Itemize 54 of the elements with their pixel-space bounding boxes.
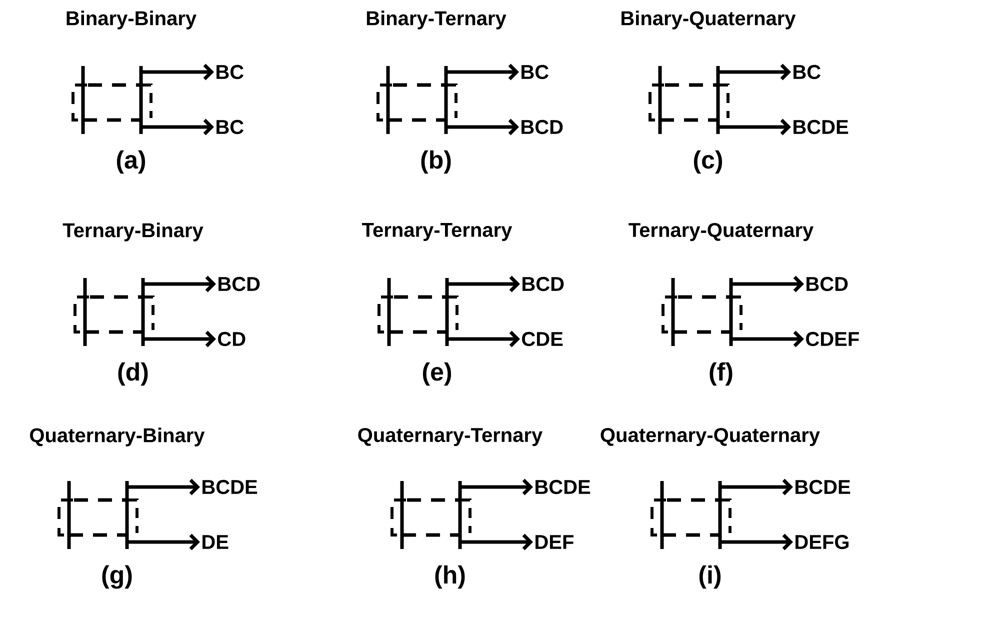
panel-title: Binary-Quaternary xyxy=(622,10,796,30)
arrow xyxy=(143,330,216,348)
output-label: BCD xyxy=(806,276,848,292)
panel-letter: (h) xyxy=(435,565,465,589)
output-label: BC xyxy=(216,120,244,134)
output-label: DE xyxy=(202,535,228,549)
output-label: BCDE xyxy=(794,120,848,134)
output-label: CDEF xyxy=(806,332,859,346)
output-label: BC xyxy=(522,64,549,80)
panel-letter: (a) xyxy=(116,150,146,174)
output-label: BCD xyxy=(218,276,260,292)
arrow xyxy=(127,478,200,496)
panel-letter: (e) xyxy=(422,362,452,386)
panel-letter: (b) xyxy=(421,150,451,174)
arrow xyxy=(447,276,520,292)
output-label: BCDE xyxy=(202,480,258,494)
panel-title: Binary-Binary xyxy=(66,10,196,30)
panel-letter: (c) xyxy=(694,150,722,174)
arrow xyxy=(718,64,792,80)
output-label: DEFG xyxy=(796,534,849,550)
arrow xyxy=(460,534,534,550)
panel-title: Ternary-Quaternary xyxy=(628,222,814,242)
output-label: BCD xyxy=(522,120,563,134)
arrow xyxy=(141,118,214,136)
panel-letter: (i) xyxy=(699,565,721,589)
arrow xyxy=(447,330,520,348)
arrow xyxy=(731,276,804,292)
arrow xyxy=(720,478,793,496)
output-label: CD xyxy=(218,332,246,346)
arrow xyxy=(460,478,534,496)
panel-letter: (d) xyxy=(118,362,148,386)
output-label: BCD xyxy=(522,276,564,292)
arrow xyxy=(143,276,216,292)
output-label: DEF xyxy=(536,535,574,549)
output-label: BC xyxy=(216,64,244,80)
arrow xyxy=(720,534,794,550)
arrow xyxy=(141,64,214,80)
arrow xyxy=(731,330,804,348)
panel-title: Ternary-Binary xyxy=(62,222,204,242)
panel-title: Ternary-Ternary xyxy=(362,223,512,241)
panel-title: Quaternary-Binary xyxy=(30,428,205,446)
arrow xyxy=(446,64,520,80)
output-label: BC xyxy=(794,64,821,80)
output-label: BCDE xyxy=(536,480,590,494)
panel-letter: (f) xyxy=(710,362,732,386)
arrow xyxy=(718,118,791,136)
arrow xyxy=(127,534,200,550)
panel-letter: (g) xyxy=(102,565,132,589)
panel-title: Binary-Ternary xyxy=(366,10,506,30)
panel-title: Quaternary-Ternary xyxy=(358,428,542,446)
panel-title: Quaternary-Quaternary xyxy=(600,428,820,446)
output-label: BCDE xyxy=(796,480,850,494)
output-label: CDE xyxy=(522,332,563,346)
arrow xyxy=(446,118,519,136)
